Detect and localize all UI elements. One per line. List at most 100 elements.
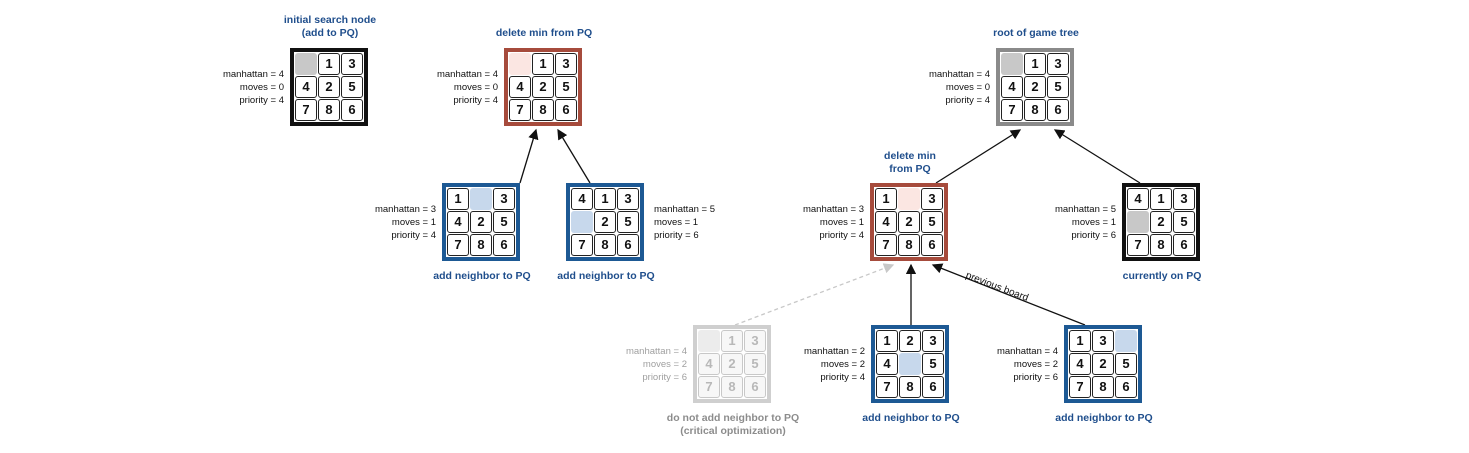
node-title-line: root of game tree (993, 27, 1079, 39)
node-title-line: do not add neighbor to PQ (666, 412, 800, 424)
puzzle-tile: 2 (470, 211, 492, 233)
moves-stat: moves = 1 (819, 217, 864, 228)
priority-stat: priority = 6 (654, 230, 699, 241)
priority-stat: priority = 4 (391, 230, 436, 241)
puzzle-tile: 4 (571, 188, 593, 210)
puzzle-tile: 8 (318, 99, 340, 121)
puzzle-tile: 1 (721, 330, 743, 352)
puzzle-tile: 7 (1127, 234, 1149, 256)
puzzle-tile: 8 (899, 376, 921, 398)
edge-mid1-to-right-root (935, 129, 1022, 184)
manhattan-stat: manhattan = 5 (1054, 204, 1116, 215)
puzzle-tile: 5 (922, 353, 944, 375)
puzzle-tile: 3 (921, 188, 943, 210)
puzzle-tile: 3 (922, 330, 944, 352)
puzzle-tile: 1 (875, 188, 897, 210)
moves-stat: moves = 0 (945, 82, 990, 93)
priority-stat: priority = 6 (642, 372, 687, 383)
node-title-left-child-2: add neighbor to PQ (496, 270, 716, 283)
node-title-line: from PQ (889, 163, 931, 175)
puzzle-tile: 8 (1150, 234, 1172, 256)
puzzle-tile: 2 (532, 76, 554, 98)
priority-stat: priority = 4 (820, 372, 865, 383)
puzzle-tile: 7 (698, 376, 720, 398)
puzzle-tile: 4 (1127, 188, 1149, 210)
puzzle-tile: 4 (509, 76, 531, 98)
priority-stat: priority = 4 (239, 95, 284, 106)
puzzle-tile: 3 (1173, 188, 1195, 210)
puzzle-tile: 2 (899, 330, 921, 352)
node-title-line: add neighbor to PQ (557, 270, 655, 282)
puzzle-tile: 3 (341, 53, 363, 75)
blank-tile (1127, 211, 1149, 233)
node-title-line: initial search node (283, 14, 377, 26)
puzzle-tile: 7 (295, 99, 317, 121)
blank-tile (1001, 53, 1023, 75)
node-title-line: currently on PQ (1122, 270, 1202, 282)
puzzle-tile: 5 (1115, 353, 1137, 375)
node-title-bottom-2: add neighbor to PQ (801, 412, 1021, 425)
node-title-line: delete min (884, 150, 936, 162)
puzzle-tile: 8 (532, 99, 554, 121)
puzzle-tile: 3 (555, 53, 577, 75)
puzzle-tile: 6 (341, 99, 363, 121)
puzzle-tile: 1 (532, 53, 554, 75)
puzzle-tile: 2 (1092, 353, 1114, 375)
blank-tile (571, 211, 593, 233)
manhattan-stat: manhattan = 4 (996, 346, 1058, 357)
manhattan-stat: manhattan = 2 (803, 346, 865, 357)
puzzle-tile: 6 (617, 234, 639, 256)
blank-tile (295, 53, 317, 75)
node-title-line: add neighbor to PQ (1055, 412, 1153, 424)
puzzle-tile: 2 (318, 76, 340, 98)
manhattan-stat: manhattan = 3 (374, 204, 436, 215)
puzzle-tile: 8 (721, 376, 743, 398)
puzzle-tile: 7 (509, 99, 531, 121)
edge-bottom3-to-mid1 (931, 263, 1086, 326)
edge-child2-to-left-root (557, 128, 591, 184)
puzzle-tile: 6 (922, 376, 944, 398)
puzzle-tile: 4 (447, 211, 469, 233)
puzzle-tile: 1 (594, 188, 616, 210)
puzzle-tile: 4 (876, 353, 898, 375)
puzzle-tile: 7 (1001, 99, 1023, 121)
manhattan-stat: manhattan = 4 (928, 69, 990, 80)
blank-tile (1115, 330, 1137, 352)
puzzle-tile: 2 (721, 353, 743, 375)
moves-stat: moves = 1 (654, 217, 699, 228)
node-title-left-child-1: add neighbor to PQ (372, 270, 592, 283)
puzzle-tile: 4 (1069, 353, 1091, 375)
puzzle-tile: 8 (1024, 99, 1046, 121)
puzzle-tile: 8 (1092, 376, 1114, 398)
puzzle-tile: 5 (555, 76, 577, 98)
node-title-initial: initial search node(add to PQ) (220, 14, 440, 40)
puzzle-tile: 6 (744, 376, 766, 398)
moves-stat: moves = 0 (453, 82, 498, 93)
moves-stat: moves = 1 (391, 217, 436, 228)
puzzle-tile: 3 (1092, 330, 1114, 352)
blank-tile (898, 188, 920, 210)
puzzle-tile: 4 (698, 353, 720, 375)
priority-stat: priority = 6 (1071, 230, 1116, 241)
puzzle-tile: 1 (1069, 330, 1091, 352)
manhattan-stat: manhattan = 4 (625, 346, 687, 357)
puzzle-tile: 1 (1024, 53, 1046, 75)
puzzle-tile: 7 (876, 376, 898, 398)
node-title-bottom-3: add neighbor to PQ (994, 412, 1214, 425)
node-title-line: delete min from PQ (495, 27, 593, 39)
puzzle-tile: 5 (1173, 211, 1195, 233)
